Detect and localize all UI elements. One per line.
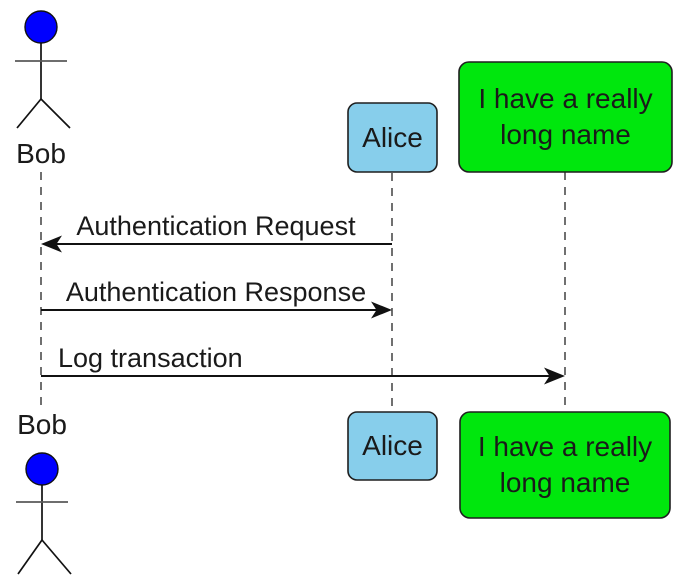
long-name-label-line2: long name (500, 119, 631, 150)
message-label-log-transaction: Log transaction (58, 343, 243, 373)
bob-left-leg-line (16, 98, 42, 129)
bob-head-icon (25, 452, 59, 486)
alice-label-text: Alice (362, 430, 423, 461)
message-label-authentication-response: Authentication Response (65, 277, 367, 307)
alice-participant-label-bottom: Alice (348, 412, 437, 480)
bob-actor-label-bottom: Bob (17, 409, 67, 440)
bob-left-leg-line (17, 539, 43, 575)
alice-label-text: Alice (362, 121, 423, 153)
bob-right-leg-line (40, 98, 71, 129)
long-name-participant-box-bottom (459, 411, 671, 519)
message-arrow-authentication-request (41, 235, 392, 253)
alice-participant-box-top (347, 102, 438, 173)
long-name-participant-label-top: I have a really long name (459, 62, 672, 172)
bob-head-icon (24, 10, 58, 44)
long-name-participant-box-top (458, 61, 673, 173)
long-name-label-line1: I have a really (478, 83, 653, 114)
bob-actor-label-top: Bob (16, 138, 66, 169)
arrowhead-right-icon (544, 367, 565, 385)
arrowhead-left-icon (41, 235, 62, 253)
long-name-label-line1: I have a really (477, 431, 653, 462)
long-name-label-line2: long name (499, 467, 631, 498)
message-arrow-log-transaction (41, 367, 565, 385)
arrowhead-right-icon (371, 301, 392, 319)
long-name-participant-label-bottom: I have a really long name (460, 412, 670, 518)
bob-actor-figure-top (15, 10, 71, 129)
alice-participant-box-bottom (347, 411, 438, 481)
message-arrow-authentication-response (41, 301, 392, 319)
message-label-authentication-request: Authentication Request (76, 211, 356, 241)
alice-participant-label-top: Alice (348, 103, 437, 172)
bob-actor-figure-bottom (16, 452, 72, 575)
bob-right-leg-line (41, 539, 72, 575)
